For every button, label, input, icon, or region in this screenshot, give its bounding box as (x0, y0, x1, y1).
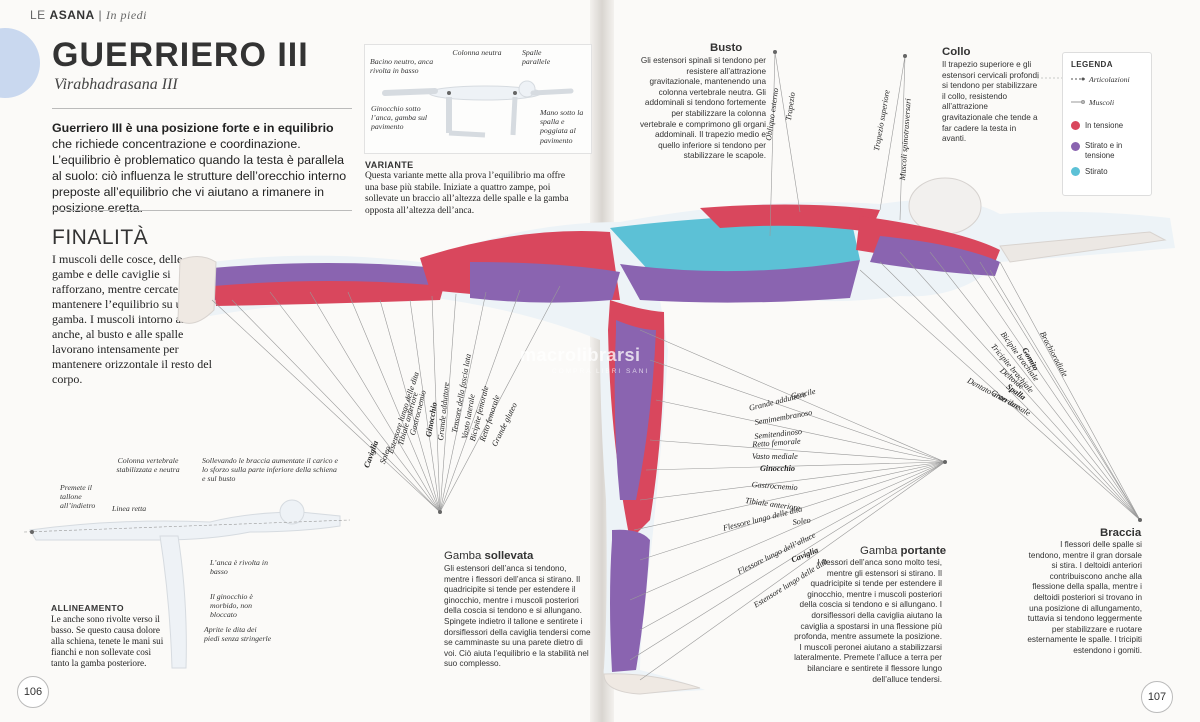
gamba-sollevata-text: Gli estensori dell’anca si tendono, ment… (444, 564, 591, 669)
note-colonna-variante: Colonna neutra (452, 48, 502, 57)
abdomen-muscles (620, 260, 860, 303)
joint-hub-busto (773, 50, 777, 54)
leader-lines (211, 51, 1141, 681)
joint-hub-portante (943, 460, 947, 464)
skull (908, 177, 982, 235)
legend-muscle-icon (1071, 100, 1085, 104)
variante-illustration (382, 80, 574, 138)
standing-foot (603, 673, 701, 695)
legend-stretch-tension: Stirato e in tensione (1085, 141, 1123, 160)
gamba-sollevata-heading: Gamba sollevata (444, 550, 534, 562)
gamba-portante-text: I flessori dell’anca sono molto tesi, me… (794, 558, 942, 684)
busto-heading: Busto (710, 42, 743, 54)
note-ginocchio-allin: Il ginocchio è morbido, non bloccato (210, 592, 253, 620)
page-title: GUERRIERO III (52, 36, 309, 74)
collo-heading: Collo (942, 46, 971, 58)
standing-thigh-inner (614, 320, 656, 500)
thigh-stretch (470, 262, 620, 303)
note-sollevando: Sollevando le braccia aumentate il caric… (202, 456, 338, 484)
note-mano: Mano sotto la spalla e poggiata al pavim… (540, 108, 584, 145)
finalita-text: I muscoli delle cosce, delle gambe e del… (52, 252, 212, 386)
note-aprite: Aprite le dita dei piedi senza stringerl… (204, 625, 272, 644)
legend-tension: In tensione (1085, 121, 1124, 130)
legend-box: LEGENDA Articolazioni Muscoli In tension… (1062, 52, 1152, 196)
note-spalle: Spalle parallele (522, 48, 551, 67)
watermark-sub: COMPRA LIBRI SANI (552, 368, 650, 375)
watermark: macrolibrarsi (520, 345, 641, 365)
forearm-bones (999, 231, 1167, 263)
braccia-text: I flessori delle spalle si tendono, ment… (1027, 540, 1142, 655)
page-number-left: 106 (17, 676, 49, 708)
legend-stretch-dot (1071, 167, 1080, 176)
raised-leg-tension (214, 281, 444, 306)
legend-muscles: Muscoli (1089, 98, 1115, 107)
legend-joint-icon (1071, 77, 1085, 81)
joint-hub-sollevata (438, 510, 442, 514)
gamba-portante-heading: Gamba portante (860, 545, 947, 557)
note-colonna-allin: Colonna vertebrale stabilizzata e neutra (116, 456, 180, 475)
legend-joints: Articolazioni (1089, 75, 1130, 84)
label-vasto-mediale: Vasto mediale (752, 452, 798, 461)
page-number-right: 107 (1141, 681, 1173, 713)
raised-foot (177, 256, 217, 324)
joint-hub-braccia (1138, 518, 1142, 522)
standing-calf (610, 529, 650, 672)
legend-tension-dot (1071, 121, 1080, 130)
arm-stretch (870, 236, 1000, 276)
variante-text: Questa variante mette alla prova l’equil… (365, 171, 569, 216)
intro-paragraph: Guerriero III è una posizione forte e in… (52, 121, 347, 215)
intro-divider (52, 210, 352, 211)
note-premete: Premete il tallone all’indietro (60, 483, 96, 511)
variante-heading: VARIANTE (365, 160, 414, 170)
legend-stretch: Stirato (1085, 167, 1108, 176)
note-bacino: Bacino neutro, anca rivolta in basso (370, 57, 434, 76)
collo-text: Il trapezio superiore e gli estensori ce… (942, 60, 1039, 144)
note-ginocchio-variante: Ginocchio sotto l’anca, gamba sul pavime… (371, 104, 428, 132)
note-linea: Linea retta (112, 504, 147, 513)
busto-text: Gli estensori spinali si tendono per res… (639, 56, 766, 161)
note-anca: L’anca è rivolta in basso (210, 558, 268, 577)
braccia-heading: Braccia (1100, 527, 1142, 539)
allineamento-heading: ALLINEAMENTO (51, 603, 124, 613)
joint-hub-collo (903, 54, 907, 58)
trapezius-tension (700, 204, 880, 232)
title-divider (52, 108, 352, 109)
legend-stretch-tension-dot (1071, 142, 1080, 151)
label-ginocchio-portante: Ginocchio (760, 464, 796, 473)
page-subtitle: Virabhadrasana III (54, 76, 178, 93)
running-header: LE ASANA | In piedi (30, 8, 148, 22)
legend-title: LEGENDA (1071, 60, 1113, 69)
variante-figure (364, 44, 592, 154)
allineamento-text: Le anche sono rivolte verso il basso. Se… (51, 614, 164, 668)
finalita-heading: FINALITÀ (52, 226, 149, 249)
back-stretch (610, 214, 860, 276)
alignment-figure (23, 499, 351, 669)
